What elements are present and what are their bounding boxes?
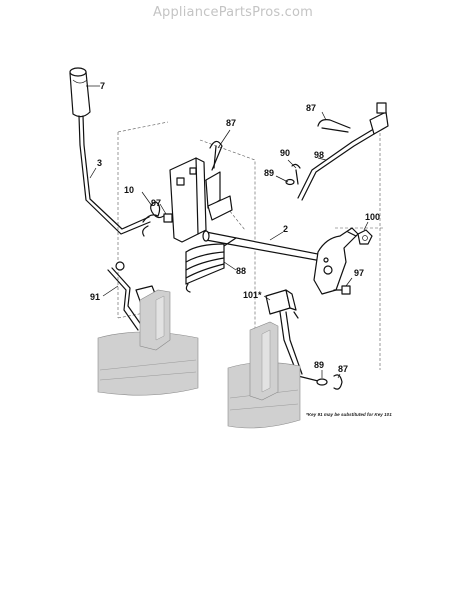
mower-deck-right <box>227 321 301 429</box>
callout-100: 100 <box>365 212 380 222</box>
callout-87-right: 87 <box>306 103 316 113</box>
footnote: *Key 91 may be substituted for Key 101 <box>306 412 392 417</box>
callout-101: 101* <box>243 290 262 300</box>
lift-lever-rod-part <box>78 115 151 235</box>
callout-87-upper: 87 <box>226 118 236 128</box>
callout-97-lower: 97 <box>354 268 364 278</box>
callout-98: 98 <box>314 150 324 160</box>
callout-87-lower: 87 <box>338 364 348 374</box>
extension-spring-part <box>185 237 237 293</box>
adjustment-rod-98-part <box>297 102 389 201</box>
callout-88: 88 <box>236 266 246 276</box>
torsion-spring-part <box>142 201 167 237</box>
site-watermark: AppliancePartsPros.com <box>152 5 314 20</box>
washer-89-lower-part <box>316 378 328 386</box>
callout-7: 7 <box>100 81 105 91</box>
washer-89-upper-part <box>285 178 295 186</box>
mower-deck-left <box>97 289 199 396</box>
pin-90-part <box>291 163 301 185</box>
hairpin-clip-87-lower-part <box>333 374 343 390</box>
shaft-arm-right-part <box>313 227 359 295</box>
nut-100-part <box>357 229 373 245</box>
callout-leaders <box>86 85 369 379</box>
callout-97-upper: 97 <box>151 198 161 208</box>
handle-grip-part <box>69 67 91 118</box>
mounting-bracket-part <box>169 157 233 243</box>
pedal-assembly-101-part <box>265 289 323 383</box>
callout-91: 91 <box>90 292 100 302</box>
callout-89-upper: 89 <box>264 168 274 178</box>
callout-2: 2 <box>283 224 288 234</box>
hairpin-clip-87-right-part <box>317 119 351 133</box>
callout-90: 90 <box>280 148 290 158</box>
callout-3: 3 <box>97 158 102 168</box>
callout-10: 10 <box>124 185 134 195</box>
hairpin-clip-87-upper-part <box>209 140 223 171</box>
callout-89-lower: 89 <box>314 360 324 370</box>
